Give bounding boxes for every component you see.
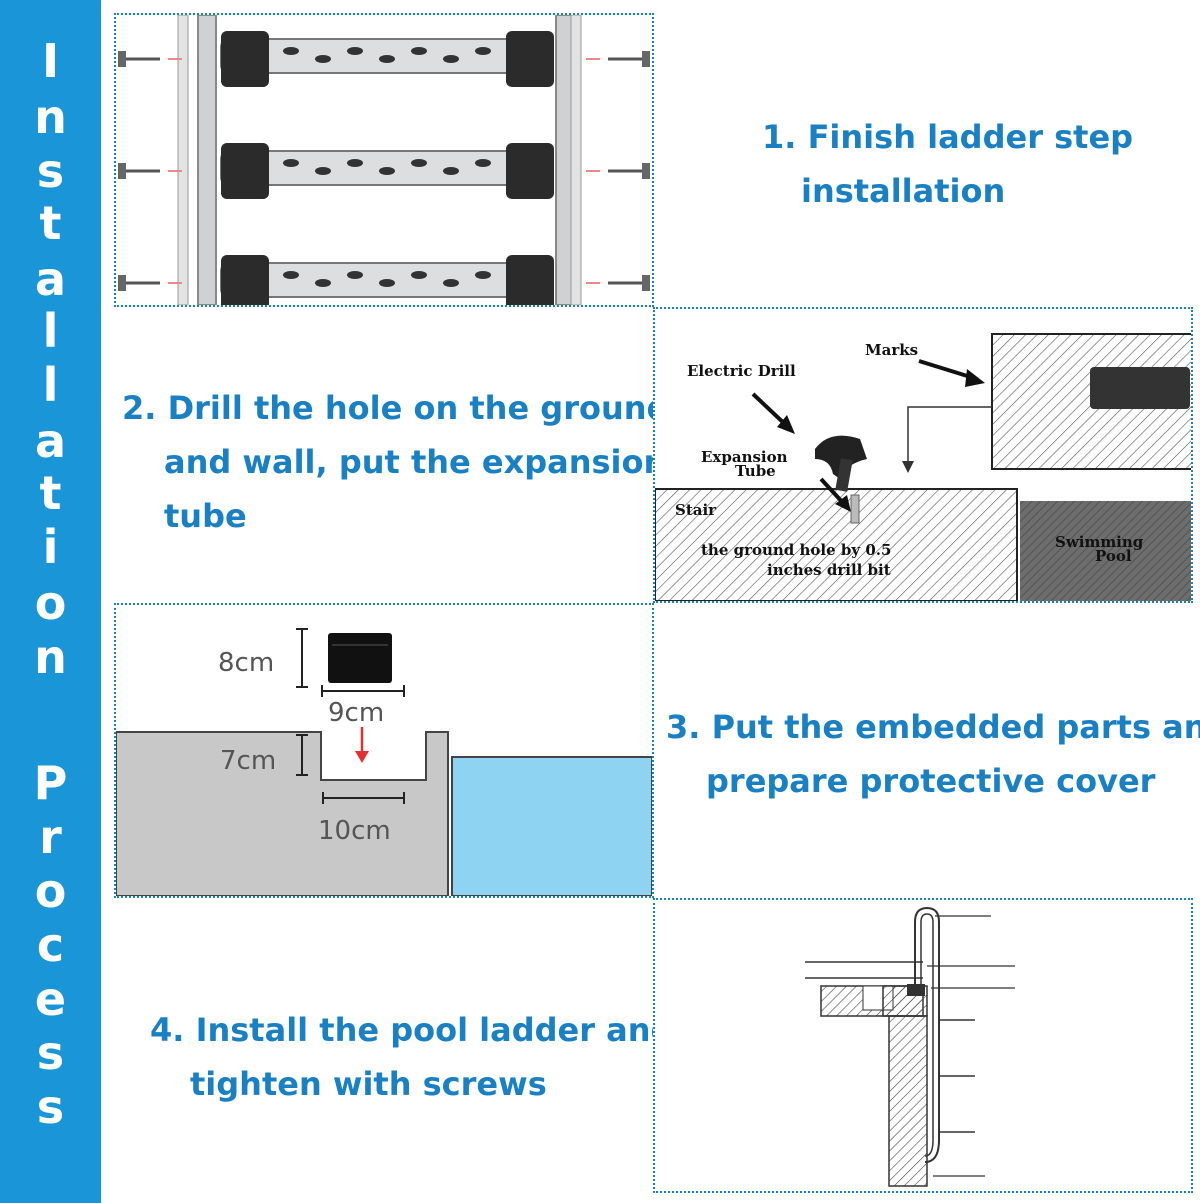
label-tube: Tube bbox=[735, 462, 776, 480]
sidebar-letter: I bbox=[41, 34, 60, 88]
sidebar-letter: a bbox=[34, 414, 67, 468]
step-2-line-3: tube bbox=[164, 497, 247, 535]
sidebar-letter: e bbox=[34, 972, 67, 1026]
step-3-line-1: 3. Put the embedded parts and bbox=[666, 708, 1200, 746]
dim-10cm: 10cm bbox=[318, 816, 391, 846]
step-2-line-2: and wall, put the expansion bbox=[164, 443, 667, 481]
sidebar-letter: r bbox=[39, 810, 62, 864]
label-marks: Marks bbox=[865, 341, 918, 359]
step-3-line-2: prepare protective cover bbox=[706, 762, 1156, 800]
step-1-line-1: 1. Finish ladder step bbox=[762, 118, 1134, 156]
sidebar-letter: a bbox=[34, 252, 67, 306]
label-electric-drill: Electric Drill bbox=[687, 362, 796, 380]
dim-9cm: 9cm bbox=[328, 698, 384, 728]
sidebar-letter: n bbox=[34, 90, 67, 144]
label-swimming: Swimming bbox=[1055, 533, 1144, 551]
sidebar-letter: s bbox=[36, 1026, 65, 1080]
step-4-text: 4. Install the pool ladder and tighten w… bbox=[150, 1003, 673, 1111]
label-pool: Pool bbox=[1095, 547, 1132, 565]
sidebar-letter: t bbox=[39, 466, 62, 520]
sidebar-letter: l bbox=[42, 358, 59, 412]
step-2-line-1: 2. Drill the hole on the ground bbox=[122, 389, 670, 427]
ladder-step bbox=[118, 143, 650, 199]
drill-diagram: Marks Electric Drill Expansion Tube Stai… bbox=[653, 307, 1193, 603]
sidebar-letter: P bbox=[33, 756, 68, 810]
label-ground-hole-2: inches drill bit bbox=[767, 561, 891, 579]
sidebar-letter: o bbox=[34, 864, 67, 918]
step-1-text: 1. Finish ladder step installation bbox=[762, 110, 1133, 218]
label-stair: Stair bbox=[675, 501, 717, 519]
sidebar-letter: l bbox=[42, 304, 59, 358]
sidebar-letter: c bbox=[36, 918, 65, 972]
sidebar-letter: s bbox=[36, 144, 65, 198]
sidebar-letter: s bbox=[36, 1080, 65, 1134]
step-3-text: 3. Put the embedded parts and prepare pr… bbox=[666, 700, 1200, 808]
sidebar-letter: n bbox=[34, 630, 67, 684]
embedded-parts-diagram: 8cm 9cm 7cm 10cm bbox=[114, 603, 654, 898]
ladder-step bbox=[118, 31, 650, 87]
label-ground-hole-1: the ground hole by 0.5 bbox=[701, 541, 891, 559]
sidebar-letter: t bbox=[39, 196, 62, 250]
step-2-text: 2. Drill the hole on the ground and wall… bbox=[122, 381, 669, 543]
dim-8cm: 8cm bbox=[218, 648, 274, 678]
ladder-install-diagram bbox=[653, 898, 1193, 1193]
step-4-line-1: 4. Install the pool ladder and bbox=[150, 1011, 674, 1049]
dim-7cm: 7cm bbox=[220, 746, 276, 776]
ladder-steps-illustration bbox=[114, 13, 654, 307]
step-1-line-2: installation bbox=[801, 172, 1006, 210]
label-expansion: Expansion bbox=[701, 448, 788, 466]
sidebar-letter: i bbox=[42, 520, 59, 574]
ladder-step bbox=[118, 255, 650, 305]
sidebar-letter: o bbox=[34, 576, 67, 630]
step-4-line-2: tighten with screws bbox=[190, 1065, 547, 1103]
